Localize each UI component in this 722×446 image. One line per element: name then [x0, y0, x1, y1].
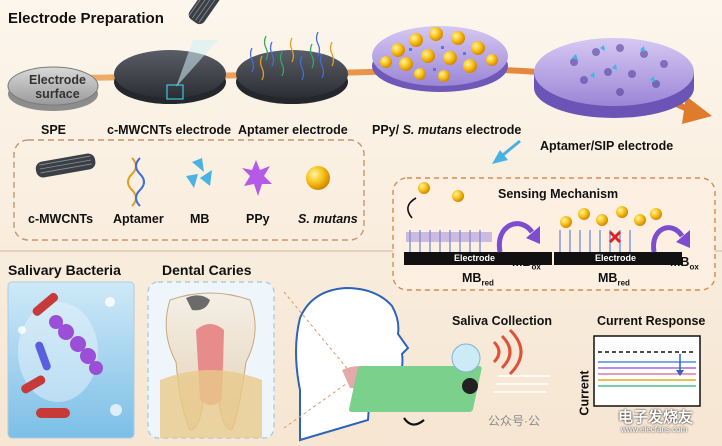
watermark-url: www.elecfans.com: [621, 425, 688, 434]
mechanism-right: [554, 206, 690, 265]
aptamer-electrode-label: Aptamer electrode: [238, 123, 348, 137]
saliva-collection-title: Saliva Collection: [452, 314, 553, 328]
electrode-surface-label: Electrode surface: [29, 73, 86, 101]
watermark-brand: 电子发烧友: [618, 409, 694, 426]
mechanism-left: [404, 182, 552, 265]
mb-ox-right-sub: ox: [689, 262, 699, 272]
mb-red-left-main: MB: [462, 271, 482, 285]
ppy-disc: [372, 26, 508, 92]
ppy-prefix: PPy/: [372, 123, 403, 137]
head-profile: [283, 286, 425, 442]
mb-ox-left-main: MB: [512, 255, 532, 269]
dental-panel: [147, 281, 275, 439]
dental-caries-title: Dental Caries: [162, 262, 252, 278]
electrode-bar-right: Electrode: [595, 253, 637, 263]
sensing-mechanism-title: Sensing Mechanism: [498, 187, 619, 201]
mb-red-left-sub: red: [481, 278, 494, 288]
ppy-electrode-label: PPy/ S. mutans electrode: [372, 123, 521, 137]
electrode-preparation-title: Electrode Preparation: [8, 10, 164, 27]
ppy-suffix: electrode: [462, 123, 522, 137]
plot-y-label: Current: [577, 370, 592, 416]
current-response-title: Current Response: [597, 314, 706, 328]
surface-line-2: surface: [35, 87, 80, 101]
legend-mwcnts: c-MWCNTs: [28, 212, 94, 226]
mb-red-right-main: MB: [598, 271, 618, 285]
surface-line-1: Electrode: [29, 73, 86, 87]
sip-electrode-label: Aptamer/SIP electrode: [540, 139, 674, 153]
spe-label: SPE: [41, 123, 67, 137]
mb-red-right-sub: red: [617, 278, 630, 288]
mb-ox-left-sub: ox: [531, 262, 541, 272]
ppy-species: S. mutans: [402, 123, 463, 137]
aptamer-disc: [236, 31, 348, 104]
saliva-device: [348, 328, 550, 412]
sip-disc: [534, 38, 694, 118]
electrode-bar-left: Electrode: [454, 253, 496, 263]
mb-ox-right-main: MB: [670, 255, 690, 269]
legend-mb: MB: [190, 212, 210, 226]
legend-ppy: PPy: [246, 212, 270, 226]
mb-red-left: MBred: [462, 271, 494, 288]
salivary-bacteria-title: Salivary Bacteria: [8, 262, 121, 278]
bacteria-panel: [7, 281, 135, 439]
legend-aptamer: Aptamer: [113, 212, 164, 226]
mwcnt-electrode-label: c-MWCNTs electrode: [107, 123, 232, 137]
legend-icons: [35, 153, 330, 207]
watermark-left: 公众号·公: [488, 414, 540, 428]
mb-ox-right: MBox: [670, 255, 699, 272]
mb-ox-left: MBox: [512, 255, 541, 272]
legend-smutans: S. mutans: [298, 212, 358, 226]
mwcnt-disc: [114, 0, 226, 104]
legend-box: [13, 139, 365, 241]
mb-red-right: MBred: [598, 271, 630, 288]
spe-disc: [7, 66, 99, 111]
current-plot: [593, 335, 701, 407]
